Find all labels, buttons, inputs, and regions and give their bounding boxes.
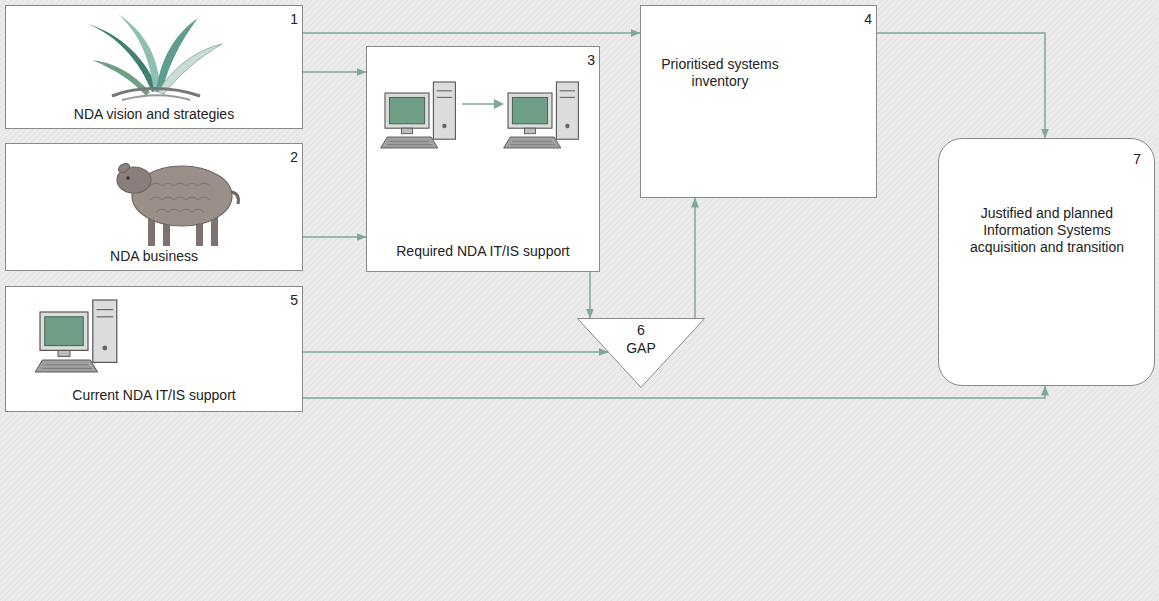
callout-number: 1	[274, 11, 298, 28]
vision-illustration	[88, 14, 222, 100]
callout-number: 4	[848, 11, 872, 28]
callout-number: 6	[631, 322, 651, 339]
inventory-box: 4Prioritised systems inventory	[640, 5, 877, 198]
node-label: GAP	[611, 340, 671, 357]
gap-triangle: 6GAP	[577, 318, 705, 388]
triangle-shape	[578, 319, 705, 388]
flow-arrow	[303, 386, 1045, 398]
flow-arrow	[589, 272, 591, 318]
flow-arrow	[303, 351, 608, 353]
sheep-illustration	[117, 162, 239, 246]
vision-box: 1NDA vision and strategies	[5, 5, 303, 129]
flow-arrow	[877, 33, 1045, 138]
node-label: Prioritised systems inventory	[655, 56, 785, 90]
required-box: 3Required NDA IT/IS support	[366, 46, 600, 272]
callout-number: 2	[274, 149, 298, 166]
callout-number: 5	[274, 292, 298, 309]
flow-arrow	[303, 32, 640, 34]
flow-arrow	[303, 236, 366, 238]
current-box: 5Current NDA IT/IS support	[5, 286, 303, 412]
business-box: 2NDA business	[5, 143, 303, 271]
node-label: Required NDA IT/IS support	[375, 243, 591, 260]
callout-number: 3	[571, 52, 595, 69]
required-computers	[381, 82, 579, 148]
flow-arrow	[694, 198, 696, 318]
flow-arrow	[303, 71, 366, 73]
node-label: Justified and planned Information System…	[967, 205, 1127, 256]
node-label: Current NDA IT/IS support	[16, 387, 292, 404]
current-computer	[35, 300, 117, 372]
node-label: NDA business	[16, 248, 292, 265]
plan-box: 7Justified and planned Information Syste…	[938, 138, 1155, 386]
node-label: NDA vision and strategies	[16, 106, 292, 123]
callout-number: 7	[1117, 151, 1141, 168]
